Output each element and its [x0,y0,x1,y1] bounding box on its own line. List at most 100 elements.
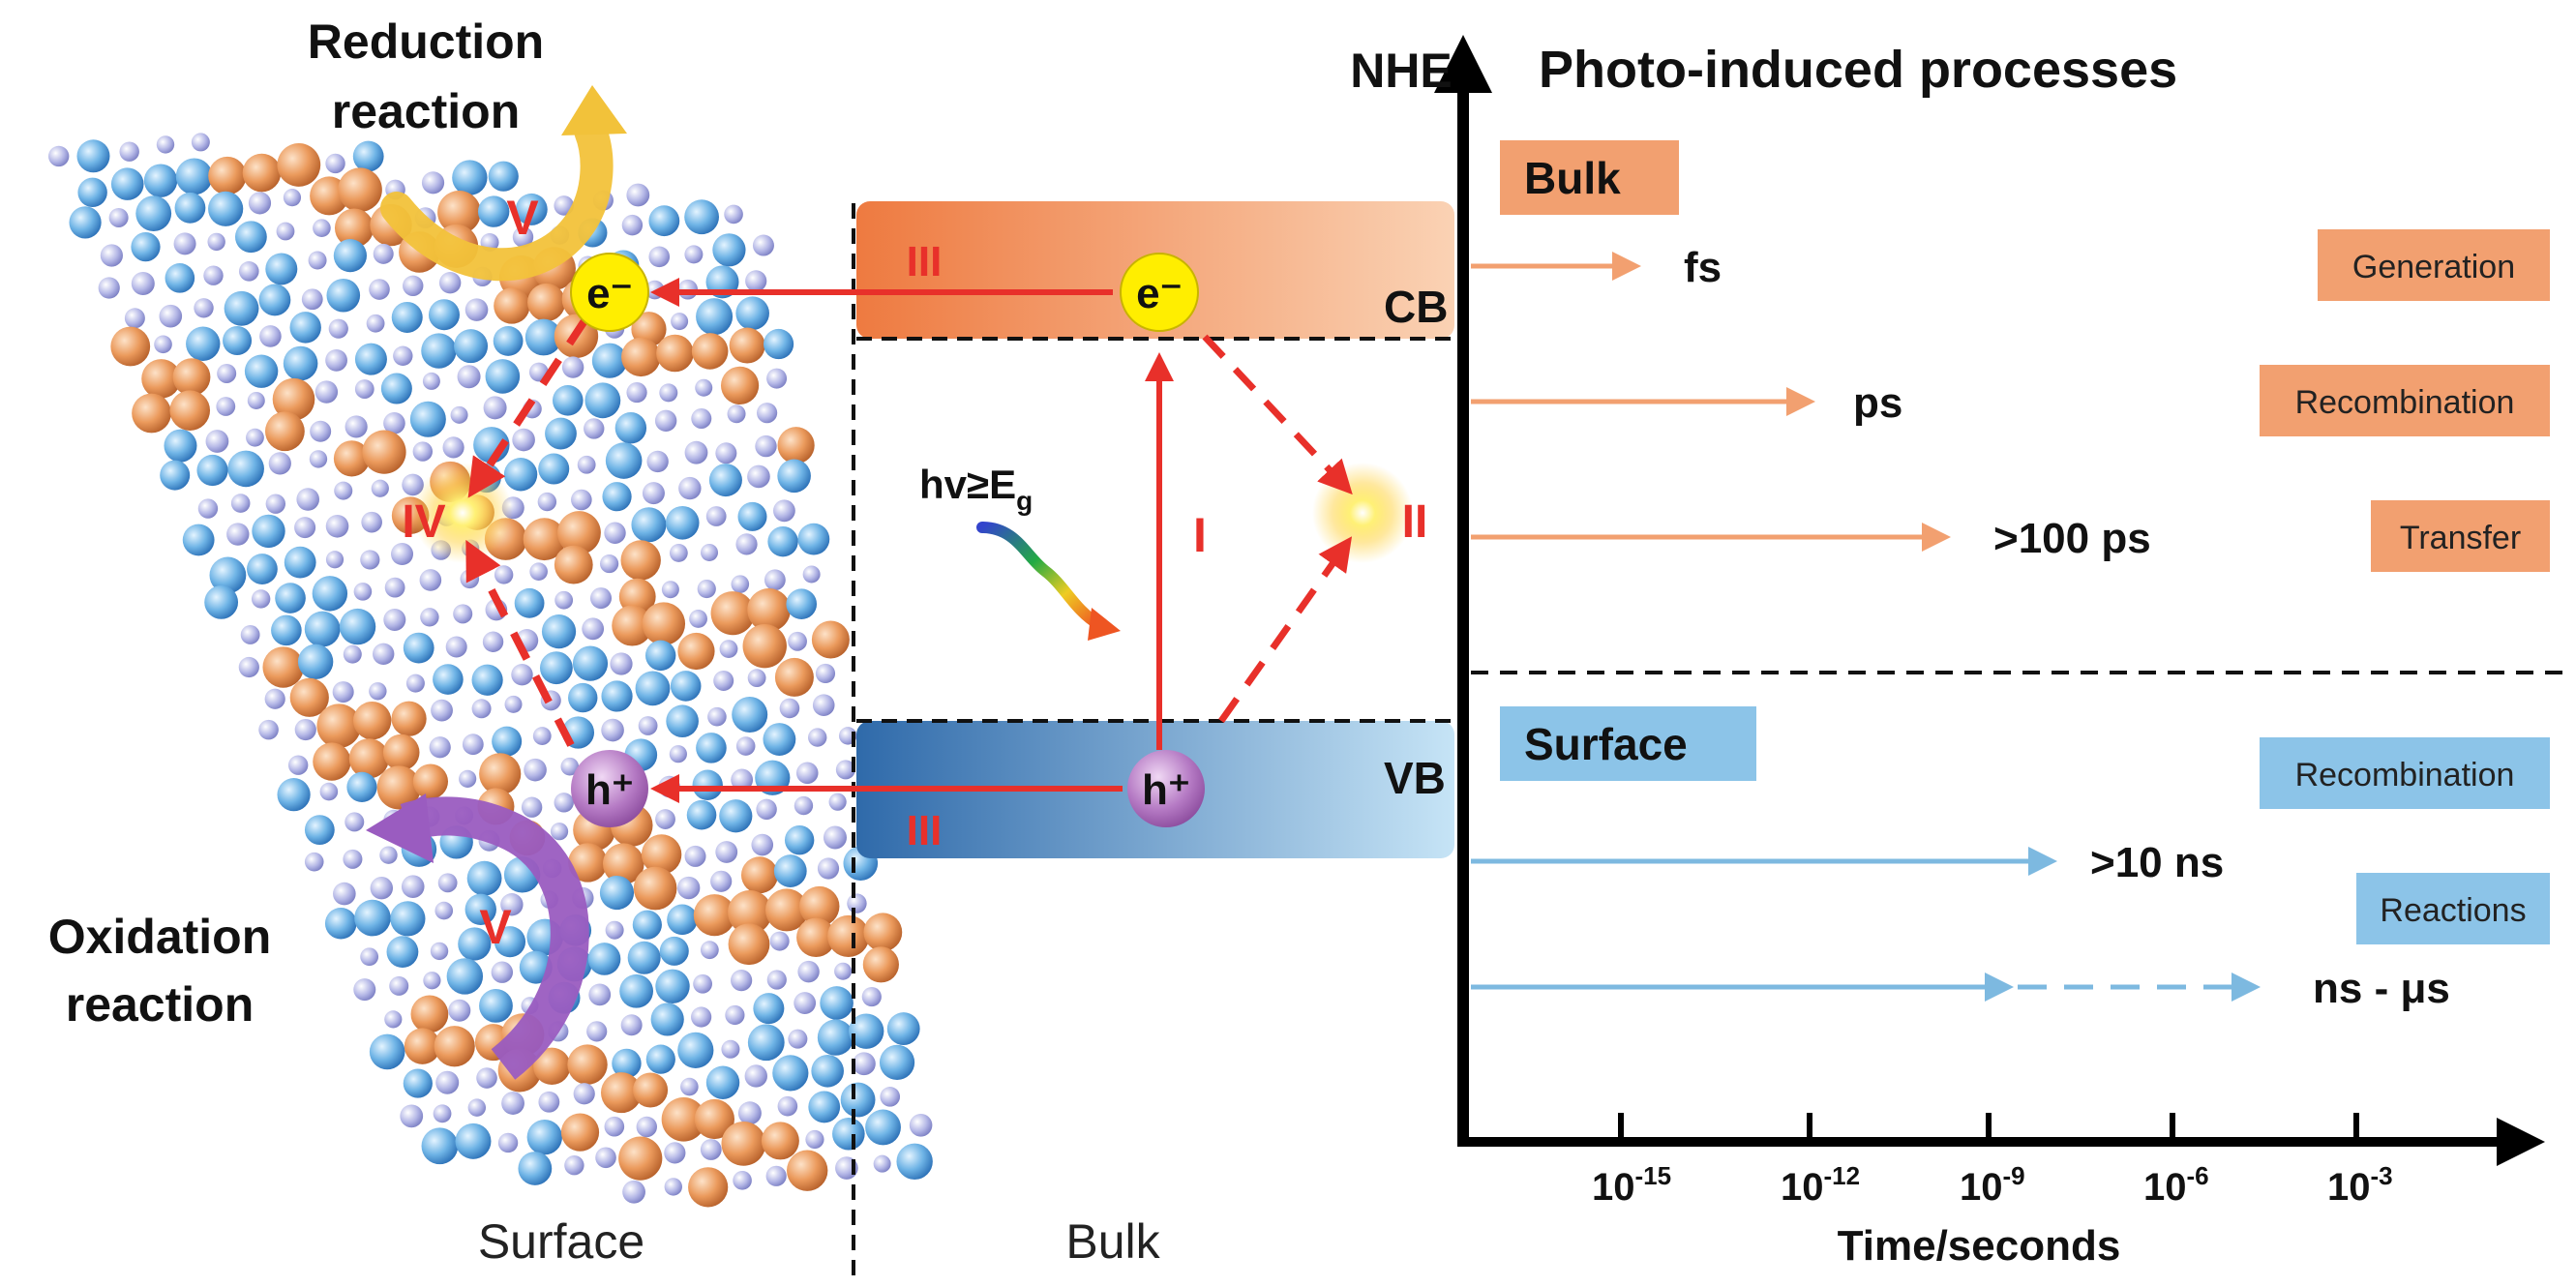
surface-electron-label: e⁻ [586,270,633,317]
x-tick-label: 10-15 [1592,1161,1671,1209]
lattice-atom [766,368,788,389]
lattice-atom [713,670,734,691]
lattice-atom [645,1044,675,1074]
lattice-atom [710,870,733,892]
bulk-process-badge [2371,500,2550,572]
lattice-atom [459,769,477,788]
lattice-atom [708,464,742,497]
lattice-atom [799,885,840,927]
photon-arrowhead [1088,608,1121,641]
lattice-atom [773,499,795,523]
lattice-atom [610,652,633,675]
lattice-atom [433,664,464,695]
lattice-atom [485,359,521,394]
lattice-atom [684,845,706,867]
lattice-atom [691,1006,712,1028]
lattice-atom [334,208,374,248]
lattice-atom [788,631,807,651]
lattice-atom [477,195,510,227]
lattice-atom [391,701,427,736]
lattice-atom [313,219,331,237]
lattice-atom [786,1150,828,1191]
lattice-atom [76,139,110,173]
bulk-recombination-glow [1312,463,1413,563]
bulk-electron-circle [1120,253,1199,332]
lattice-atom [686,799,717,830]
lattice-atom [223,325,253,355]
lattice-atom [409,401,446,437]
x-tick-label: 10-3 [2327,1161,2393,1209]
lattice-atom [678,476,702,500]
lattice-atom [737,501,767,531]
lattice-atom [740,856,778,894]
lattice-atom [733,1171,752,1190]
lattice-atom [631,507,667,543]
photon-wavy-arrow [976,522,1104,630]
lattice-atom [656,334,694,373]
lattice-atom [700,1139,722,1160]
lattice-atom [571,489,592,511]
lattice-atom [532,727,552,745]
vb-label: VB [1384,753,1446,803]
bulk-hole-recomb-path [1218,536,1353,724]
lattice-atom [154,335,172,354]
lattice-atom [661,1096,706,1142]
lattice-atom [680,1077,699,1096]
lattice-atom [588,983,612,1006]
surface-hole-label: h⁺ [585,766,634,814]
lattice-atom [772,1055,809,1092]
roman-i: I [1193,508,1207,562]
surface-section-label: Surface [1524,719,1688,769]
bulk-process-name: Transfer [2400,520,2521,556]
surface-process-timescale: >10 ns [2090,839,2224,886]
lattice-atom [554,545,593,584]
x-tick-label: 10-9 [1960,1161,2025,1209]
lattice-atom [165,263,195,293]
lattice-atom [666,704,699,738]
x-tick-label: 10-12 [1781,1161,1860,1209]
lattice-atom [761,1122,799,1160]
bulk-process-badge [2260,365,2550,436]
lattice-atom [834,962,853,980]
lattice-atom [238,656,259,678]
lattice-atom [627,941,661,974]
lattice-atom [751,833,774,856]
lattice-atom [452,160,488,195]
lattice-atom [434,901,454,920]
lattice-atom [641,834,682,875]
lattice-atom [727,404,746,424]
lattice-atom [725,1004,745,1026]
lattice-atom [272,377,315,421]
bulk-process-timescale: >100 ps [1993,515,2151,562]
lattice-atom [763,328,794,360]
lattice-atom [466,860,502,896]
lattice-atom [755,434,777,458]
lattice-atom [242,153,282,193]
lattice-atom [423,972,441,990]
lattice-atom [514,587,545,618]
lattice-atom [164,429,197,463]
surface-electron-circle [570,253,649,332]
lattice-atom [515,193,548,225]
lattice-atom [865,1109,901,1146]
lattice-atom [763,723,796,756]
lattice-atom [204,584,239,619]
lattice-atom [160,460,191,491]
surface-process-timescale: ns - μs [2313,965,2450,1012]
lattice-atom [421,1127,459,1165]
lattice-atom [676,876,701,900]
lattice-atom [419,569,442,591]
lattice-atom [383,608,406,631]
lattice-atom [554,793,574,813]
lattice-atom [227,450,264,488]
lattice-atom [747,464,770,489]
lattice-atom [501,1092,524,1115]
lattice-atom [238,261,259,282]
bulk-section-label: Bulk [1524,153,1621,203]
lattice-atom [494,287,530,324]
lattice-atom [582,617,605,641]
lattice-atom [728,889,772,935]
lattice-atom [258,719,279,740]
lattice-atom [811,620,850,659]
